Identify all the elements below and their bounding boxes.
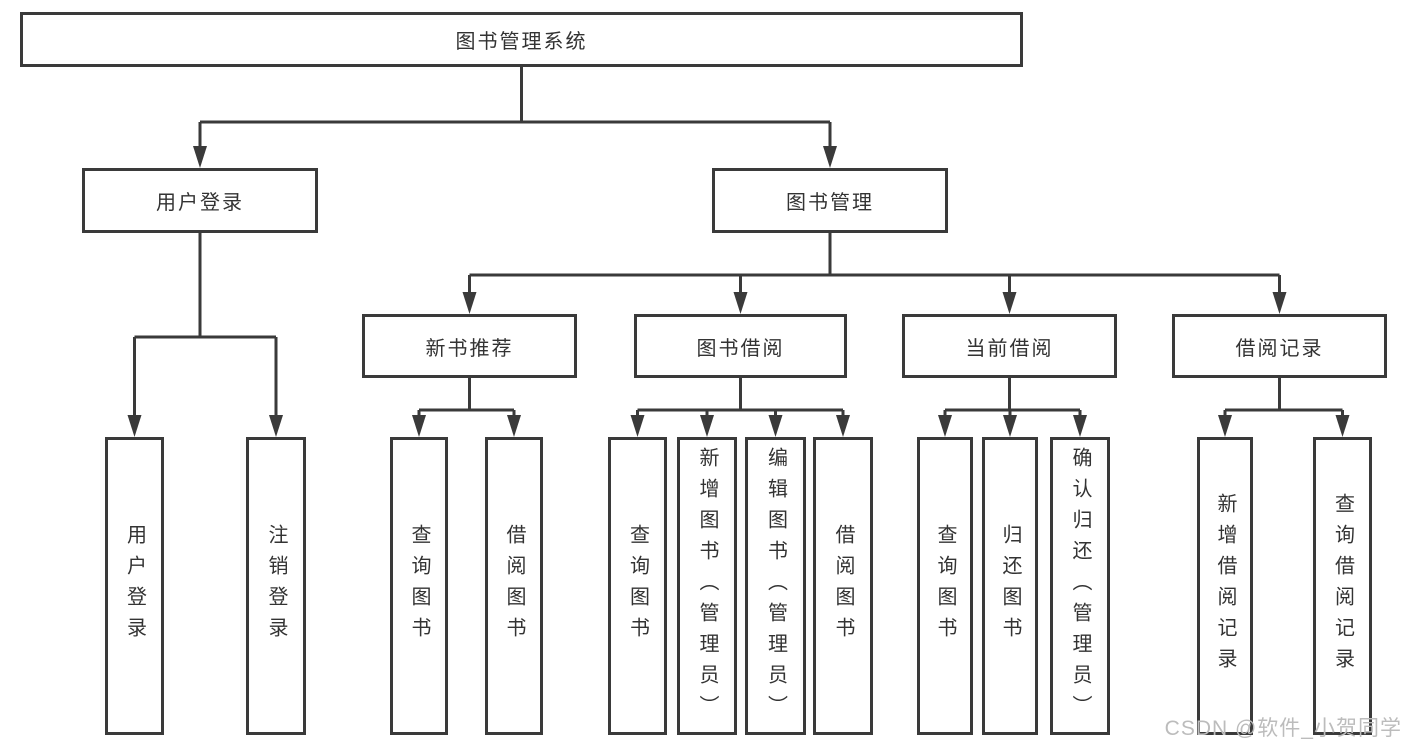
leaf-query-books-current: 查询图书 xyxy=(917,437,973,735)
leaf-query-borrow-record: 查询借阅记录 xyxy=(1313,437,1372,735)
leaf-edit-book-admin: 编辑图书（管理员） xyxy=(745,437,806,735)
leaf-label: 注销登录 xyxy=(265,524,287,648)
leaf-logout: 注销登录 xyxy=(246,437,306,735)
connector-paths xyxy=(133,67,1344,419)
leaf-add-borrow-record: 新增借阅记录 xyxy=(1197,437,1253,735)
leaf-label: 查询图书 xyxy=(408,524,430,648)
node-label: 图书管理系统 xyxy=(455,31,588,53)
node-label: 新书推荐 xyxy=(425,337,514,360)
leaf-label: 借阅图书 xyxy=(503,524,525,648)
watermark: CSDN @软件_小贺同学 xyxy=(1164,717,1402,740)
node-borrowing-records: 借阅记录 xyxy=(1172,314,1387,378)
leaf-borrow-books-recommend: 借阅图书 xyxy=(485,437,543,735)
node-label: 图书借阅 xyxy=(696,337,785,360)
node-library-management-system: 图书管理系统 xyxy=(20,12,1023,67)
arrowheads xyxy=(127,146,1350,437)
leaf-add-book-admin: 新增图书（管理员） xyxy=(677,437,737,735)
node-label: 图书管理 xyxy=(786,192,874,214)
leaf-label: 编辑图书（管理员） xyxy=(764,446,787,726)
leaf-label: 确认归还（管理员） xyxy=(1069,446,1091,726)
leaf-label: 用户登录 xyxy=(123,524,146,648)
node-new-book-recommendation: 新书推荐 xyxy=(362,314,577,378)
leaf-label: 查询图书 xyxy=(626,524,649,648)
node-label: 用户登录 xyxy=(156,192,244,214)
node-current-borrowing: 当前借阅 xyxy=(902,314,1117,378)
leaf-label: 归还图书 xyxy=(999,524,1021,648)
node-label: 借阅记录 xyxy=(1235,337,1324,360)
leaf-query-books-recommend: 查询图书 xyxy=(390,437,448,735)
leaf-label: 新增图书（管理员） xyxy=(696,446,718,726)
leaf-label: 借阅图书 xyxy=(832,524,854,648)
leaf-confirm-return-admin: 确认归还（管理员） xyxy=(1050,437,1110,735)
leaf-label: 查询图书 xyxy=(934,524,956,648)
node-label: 当前借阅 xyxy=(965,337,1054,360)
node-book-borrowing: 图书借阅 xyxy=(634,314,847,378)
leaf-borrow-books: 借阅图书 xyxy=(813,437,873,735)
leaf-return-books: 归还图书 xyxy=(982,437,1038,735)
leaf-label: 新增借阅记录 xyxy=(1214,493,1236,679)
node-user-login: 用户登录 xyxy=(82,168,318,233)
leaf-query-books-borrow: 查询图书 xyxy=(608,437,667,735)
leaf-user-login: 用户登录 xyxy=(105,437,164,735)
node-book-management: 图书管理 xyxy=(712,168,948,233)
leaf-label: 查询借阅记录 xyxy=(1331,493,1354,679)
